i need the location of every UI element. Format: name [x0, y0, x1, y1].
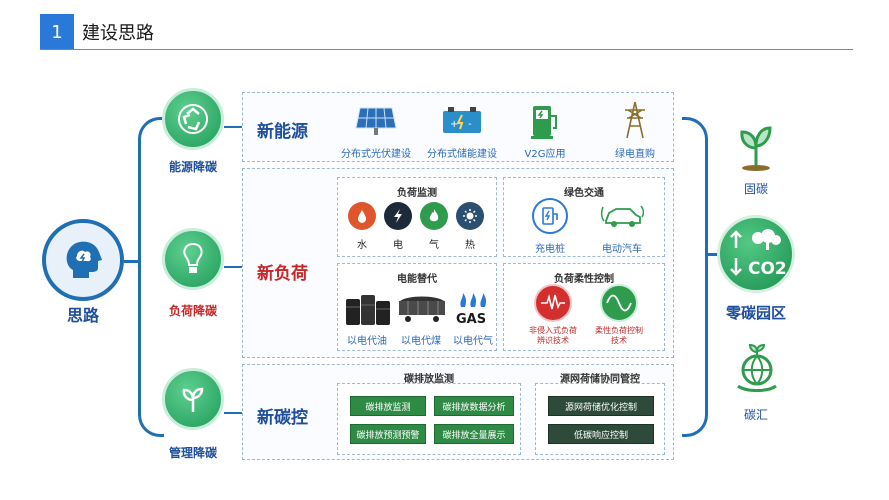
- coal-wagon-icon: [396, 290, 448, 326]
- subsection-title: 负荷柔性控制: [554, 274, 614, 285]
- carbon-display-button[interactable]: 碳排放全量展示: [434, 424, 514, 444]
- lowcarbon-response-button[interactable]: 低碳响应控制: [548, 424, 654, 444]
- right-center-label: 零碳园区: [725, 304, 786, 322]
- section-title-load: 新负荷: [257, 264, 308, 284]
- flex-item-label: 柔性负荷控制技术: [595, 326, 643, 345]
- section-control: 新碳控 碳排放监测 碳排放监测 碳排放数据分析 碳排放预测预警 碳排放全量展示 …: [242, 364, 674, 460]
- category-label-energy: 能源降碳: [168, 160, 217, 174]
- svg-text:+: +: [450, 119, 458, 130]
- energy-item-label: V2G应用: [524, 149, 566, 160]
- monitor-item-label: 热: [465, 240, 475, 251]
- energy-item-label: 分布式储能建设: [427, 149, 497, 160]
- solar-panel-icon: [351, 103, 401, 139]
- sun-icon: [456, 202, 484, 230]
- substitute-item-label: 以电代气: [453, 336, 493, 347]
- gas-icon: GAS: [452, 288, 494, 328]
- category-label-load: 负荷降碳: [168, 304, 217, 318]
- right-bracket: [682, 117, 708, 437]
- optimize-control-button[interactable]: 源网荷储优化控制: [548, 396, 654, 416]
- oil-barrels-icon: [344, 288, 392, 328]
- right-bottom-label: 碳汇: [743, 408, 768, 422]
- recycle-icon: [162, 88, 224, 150]
- subsection-title: 绿色交通: [564, 188, 604, 199]
- subsection-load-monitor: 负荷监测 水 电 气 热: [337, 177, 497, 257]
- subsection-title: 源网荷储协同管控: [560, 374, 640, 385]
- water-drop-icon: [348, 202, 376, 230]
- head-thinking-icon: [42, 219, 124, 301]
- svg-text:GAS: GAS: [456, 312, 486, 327]
- flex-item-label: 非侵入式负荷辨识技术: [529, 326, 577, 345]
- subsection-substitute: 电能替代 GAS 以电代油 以电代煤 以电代气: [337, 263, 497, 351]
- section-number: 1: [40, 14, 74, 50]
- connector-energy: [224, 126, 242, 128]
- carbon-monitor-button[interactable]: 碳排放监测: [350, 396, 426, 416]
- carbon-forecast-button[interactable]: 碳排放预测预警: [350, 424, 426, 444]
- bulb-icon: [162, 228, 224, 290]
- page-title: 建设思路: [82, 23, 154, 44]
- section-title-energy: 新能源: [257, 122, 308, 142]
- svg-text:CO2: CO2: [748, 259, 787, 279]
- subsection-flex-control: 负荷柔性控制 非侵入式负荷辨识技术 柔性负荷控制技术: [503, 263, 665, 351]
- subsection-carbon-monitor: 碳排放监测 碳排放监测 碳排放数据分析 碳排放预测预警 碳排放全量展示: [337, 374, 521, 455]
- sprout-icon: [162, 368, 224, 430]
- energy-item-label: 分布式光伏建设: [341, 149, 411, 160]
- carbon-analysis-button[interactable]: 碳排放数据分析: [434, 396, 514, 416]
- substitute-item-label: 以电代煤: [401, 336, 441, 347]
- globe-hand-icon: [734, 344, 780, 394]
- section-load: 新负荷 负荷监测 水 电 气 热 绿色交通 充电桩 电动汽车 电能替代: [242, 168, 674, 358]
- energy-item-label: 绿电直购: [615, 149, 655, 160]
- left-connector: [124, 260, 138, 263]
- subsection-title: 碳排放监测: [404, 374, 454, 385]
- monitor-item-label: 电: [393, 240, 403, 251]
- svg-text:-: -: [468, 119, 472, 130]
- subsection-coordination: 源网荷储协同管控 源网荷储优化控制 低碳响应控制: [535, 374, 665, 455]
- electric-car-icon: [600, 200, 644, 232]
- category-label-manage: 管理降碳: [168, 446, 217, 460]
- monitor-item-label: 水: [357, 240, 367, 251]
- charging-station-icon: [525, 101, 565, 141]
- co2-tree-icon: CO2: [717, 215, 795, 293]
- ev-charger-icon: [532, 198, 568, 234]
- traffic-item-label: 充电桩: [535, 244, 565, 255]
- header-divider: [40, 49, 853, 50]
- substitute-item-label: 以电代油: [347, 336, 387, 347]
- subsection-title: 负荷监测: [397, 188, 437, 199]
- traffic-item-label: 电动汽车: [602, 244, 642, 255]
- monitor-item-label: 气: [429, 240, 439, 251]
- sine-wave-icon: [600, 284, 638, 322]
- right-top-label: 固碳: [743, 182, 768, 196]
- left-label: 思路: [66, 306, 99, 325]
- right-connector: [708, 253, 718, 256]
- subsection-green-traffic: 绿色交通 充电桩 电动汽车: [503, 177, 665, 257]
- connector-load: [224, 266, 242, 268]
- connector-manage: [224, 412, 242, 414]
- section-title-control: 新碳控: [257, 408, 308, 428]
- waveform-icon: [534, 284, 572, 322]
- subsection-title: 电能替代: [397, 274, 437, 285]
- power-tower-icon: [617, 99, 653, 141]
- section-energy: 新能源 分布式光伏建设 +- 分布式储能建设 V2G应用 绿电直购: [242, 92, 674, 162]
- battery-icon: +-: [437, 103, 487, 139]
- flame-icon: [420, 202, 448, 230]
- lightning-icon: [384, 202, 412, 230]
- sprout-icon: [736, 120, 776, 172]
